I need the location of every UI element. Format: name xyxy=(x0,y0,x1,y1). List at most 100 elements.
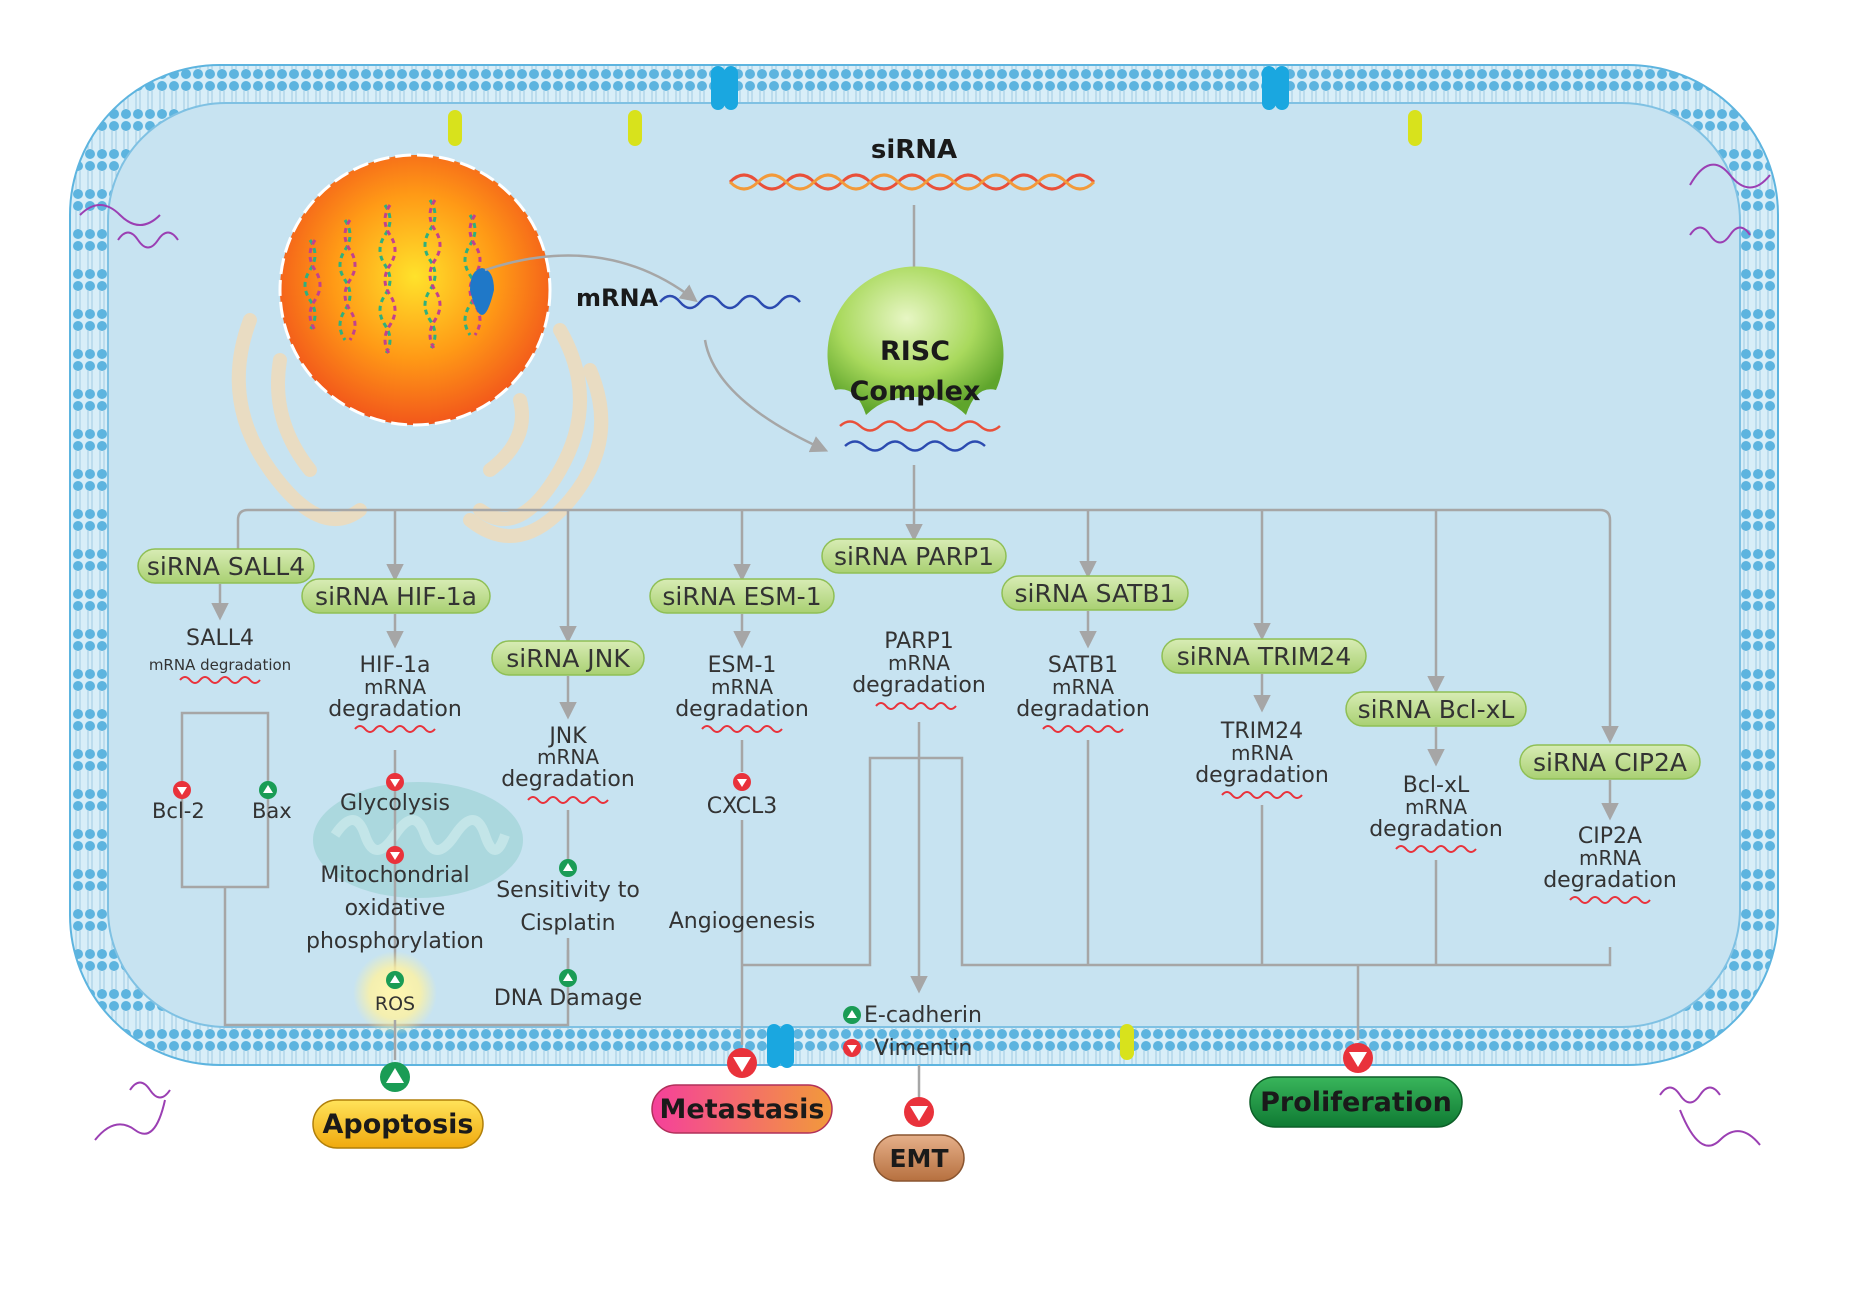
cip2a-degradation: CIP2A mRNA degradation xyxy=(1543,824,1677,893)
svg-text:Bax: Bax xyxy=(252,799,292,823)
sirna-label-sall4: siRNA SALL4 xyxy=(137,548,315,584)
jnk-degradation: JNK mRNA degradation xyxy=(501,724,635,792)
mrna-export: mRNA xyxy=(484,254,829,453)
parp1-proliferation-connectors xyxy=(742,722,1612,1040)
svg-text:ROS: ROS xyxy=(375,993,415,1015)
sirna-title: siRNA xyxy=(871,135,957,165)
svg-text:TRIM24: TRIM24 xyxy=(1220,719,1303,744)
rna-polymerase-icon xyxy=(470,268,494,315)
outcome-apoptosis: Apoptosis xyxy=(312,1099,484,1149)
sirna-label-bclxl: siRNA Bcl-xL xyxy=(1345,691,1527,727)
svg-text:degradation: degradation xyxy=(328,697,462,722)
nucleus xyxy=(278,153,552,427)
outcome-metastasis: Metastasis xyxy=(651,1084,833,1134)
mrna-label: mRNA xyxy=(576,284,659,312)
svg-text:ESM-1: ESM-1 xyxy=(708,653,777,678)
svg-text:Angiogenesis: Angiogenesis xyxy=(669,909,816,934)
hif1a-degradation: HIF-1a mRNA degradation xyxy=(328,653,462,722)
emt-markers: E-cadherin Vimentin xyxy=(843,1003,982,1100)
svg-text:Sensitivity to: Sensitivity to xyxy=(496,878,640,903)
svg-text:mRNA: mRNA xyxy=(711,675,773,699)
sirna-label-jnk: siRNA JNK xyxy=(491,640,645,676)
svg-text:mRNA: mRNA xyxy=(1405,795,1467,819)
svg-text:EMT: EMT xyxy=(889,1144,948,1173)
svg-text:JNK: JNK xyxy=(547,724,587,749)
outcome-proliferation: Proliferation xyxy=(1249,1076,1463,1128)
svg-text:oxidative: oxidative xyxy=(345,896,446,921)
hif1a-pathway: Glycolysis Mitochondrial oxidative phosp… xyxy=(306,773,484,1060)
outcome-pills: Apoptosis Metastasis EMT Proliferation xyxy=(312,1076,1463,1182)
svg-text:Apoptosis: Apoptosis xyxy=(323,1109,474,1140)
trim24-degradation: TRIM24 mRNA degradation xyxy=(1195,719,1329,788)
svg-text:mRNA: mRNA xyxy=(537,745,599,769)
svg-text:mRNA: mRNA xyxy=(364,675,426,699)
sirna-label-cip2a: siRNA CIP2A xyxy=(1519,744,1701,780)
svg-text:Mitochondrial: Mitochondrial xyxy=(320,863,469,888)
svg-text:SALL4: SALL4 xyxy=(186,626,254,651)
bclxl-degradation: Bcl-xL mRNA degradation xyxy=(1369,773,1503,842)
svg-text:siRNA TRIM24: siRNA TRIM24 xyxy=(1177,642,1352,671)
svg-text:phosphorylation: phosphorylation xyxy=(306,929,484,954)
svg-text:Glycolysis: Glycolysis xyxy=(340,791,450,816)
sirna-strand-2 xyxy=(728,173,1096,191)
sall4-degradation: SALL4 mRNA degradation xyxy=(149,626,291,674)
svg-text:siRNA HIF-1a: siRNA HIF-1a xyxy=(315,582,477,611)
degradation-blocks: SALL4 mRNA degradation HIF-1a mRNA degra… xyxy=(149,626,1677,893)
svg-text:degradation: degradation xyxy=(1016,697,1150,722)
sirna-label-parp1: siRNA PARP1 xyxy=(821,538,1007,574)
svg-text:Proliferation: Proliferation xyxy=(1260,1087,1452,1118)
svg-text:siRNA JNK: siRNA JNK xyxy=(506,644,630,673)
svg-text:HIF-1a: HIF-1a xyxy=(359,653,430,678)
svg-text:Bcl-xL: Bcl-xL xyxy=(1403,773,1470,798)
outcome-symbols xyxy=(380,1043,1373,1127)
endoplasmic-reticulum xyxy=(231,313,609,543)
sirna-top: siRNA xyxy=(728,135,1096,287)
svg-text:Cisplatin: Cisplatin xyxy=(520,911,615,936)
svg-text:degradation: degradation xyxy=(1369,817,1503,842)
svg-text:siRNA SATB1: siRNA SATB1 xyxy=(1015,579,1176,608)
svg-text:CXCL3: CXCL3 xyxy=(707,794,777,819)
esm1-degradation: ESM-1 mRNA degradation xyxy=(675,653,809,722)
risc-complex: RISC Complex xyxy=(827,266,1004,452)
svg-text:siRNA ESM-1: siRNA ESM-1 xyxy=(662,582,821,611)
svg-text:siRNA PARP1: siRNA PARP1 xyxy=(834,542,994,571)
svg-text:PARP1: PARP1 xyxy=(884,629,953,654)
mrna-strand xyxy=(659,294,801,310)
svg-text:Vimentin: Vimentin xyxy=(874,1036,972,1061)
svg-text:degradation: degradation xyxy=(1195,763,1329,788)
sirna-labels: siRNA SALL4 siRNA HIF-1a siRNA JNK siRNA… xyxy=(137,538,1701,780)
svg-text:mRNA: mRNA xyxy=(888,651,950,675)
svg-text:degradation: degradation xyxy=(501,767,635,792)
jnk-pathway: Sensitivity to Cisplatin DNA Damage xyxy=(494,810,642,1011)
svg-text:mRNA: mRNA xyxy=(1231,741,1293,765)
svg-text:E-cadherin: E-cadherin xyxy=(864,1003,982,1028)
svg-text:Bcl-2: Bcl-2 xyxy=(152,799,205,823)
parp1-degradation: PARP1 mRNA degradation xyxy=(852,629,986,698)
sirna-strand-1 xyxy=(728,173,1096,191)
svg-text:DNA Damage: DNA Damage xyxy=(494,986,642,1011)
label-to-gene-arrows xyxy=(211,584,1619,821)
outcome-emt: EMT xyxy=(873,1134,965,1182)
satb1-degradation: SATB1 mRNA degradation xyxy=(1016,653,1150,722)
svg-text:CIP2A: CIP2A xyxy=(1578,824,1642,849)
svg-text:mRNA: mRNA xyxy=(1052,675,1114,699)
svg-text:siRNA Bcl-xL: siRNA Bcl-xL xyxy=(1358,695,1515,724)
degraded-mrna-squiggles xyxy=(179,676,1651,904)
svg-text:siRNA CIP2A: siRNA CIP2A xyxy=(1533,748,1687,777)
sirna-label-trim24: siRNA TRIM24 xyxy=(1161,638,1367,674)
esm1-pathway: CXCL3 Angiogenesis xyxy=(669,740,816,1045)
risc-label-line1: RISC xyxy=(880,336,950,367)
svg-text:degradation: degradation xyxy=(852,673,986,698)
distribution-lines xyxy=(236,465,1619,744)
svg-text:siRNA SALL4: siRNA SALL4 xyxy=(147,552,305,581)
risc-label-line2: Complex xyxy=(850,376,981,407)
sirna-label-satb1: siRNA SATB1 xyxy=(1001,575,1189,611)
membrane-channel-proteins xyxy=(448,66,1422,1068)
sirna-label-hif1a: siRNA HIF-1a xyxy=(301,578,491,614)
mitochondrion xyxy=(313,782,523,898)
svg-text:SATB1: SATB1 xyxy=(1048,653,1118,678)
sall4-targets: Bcl-2 Bax xyxy=(152,781,292,823)
sirna-label-esm1: siRNA ESM-1 xyxy=(649,578,835,614)
svg-text:degradation: degradation xyxy=(1543,868,1677,893)
